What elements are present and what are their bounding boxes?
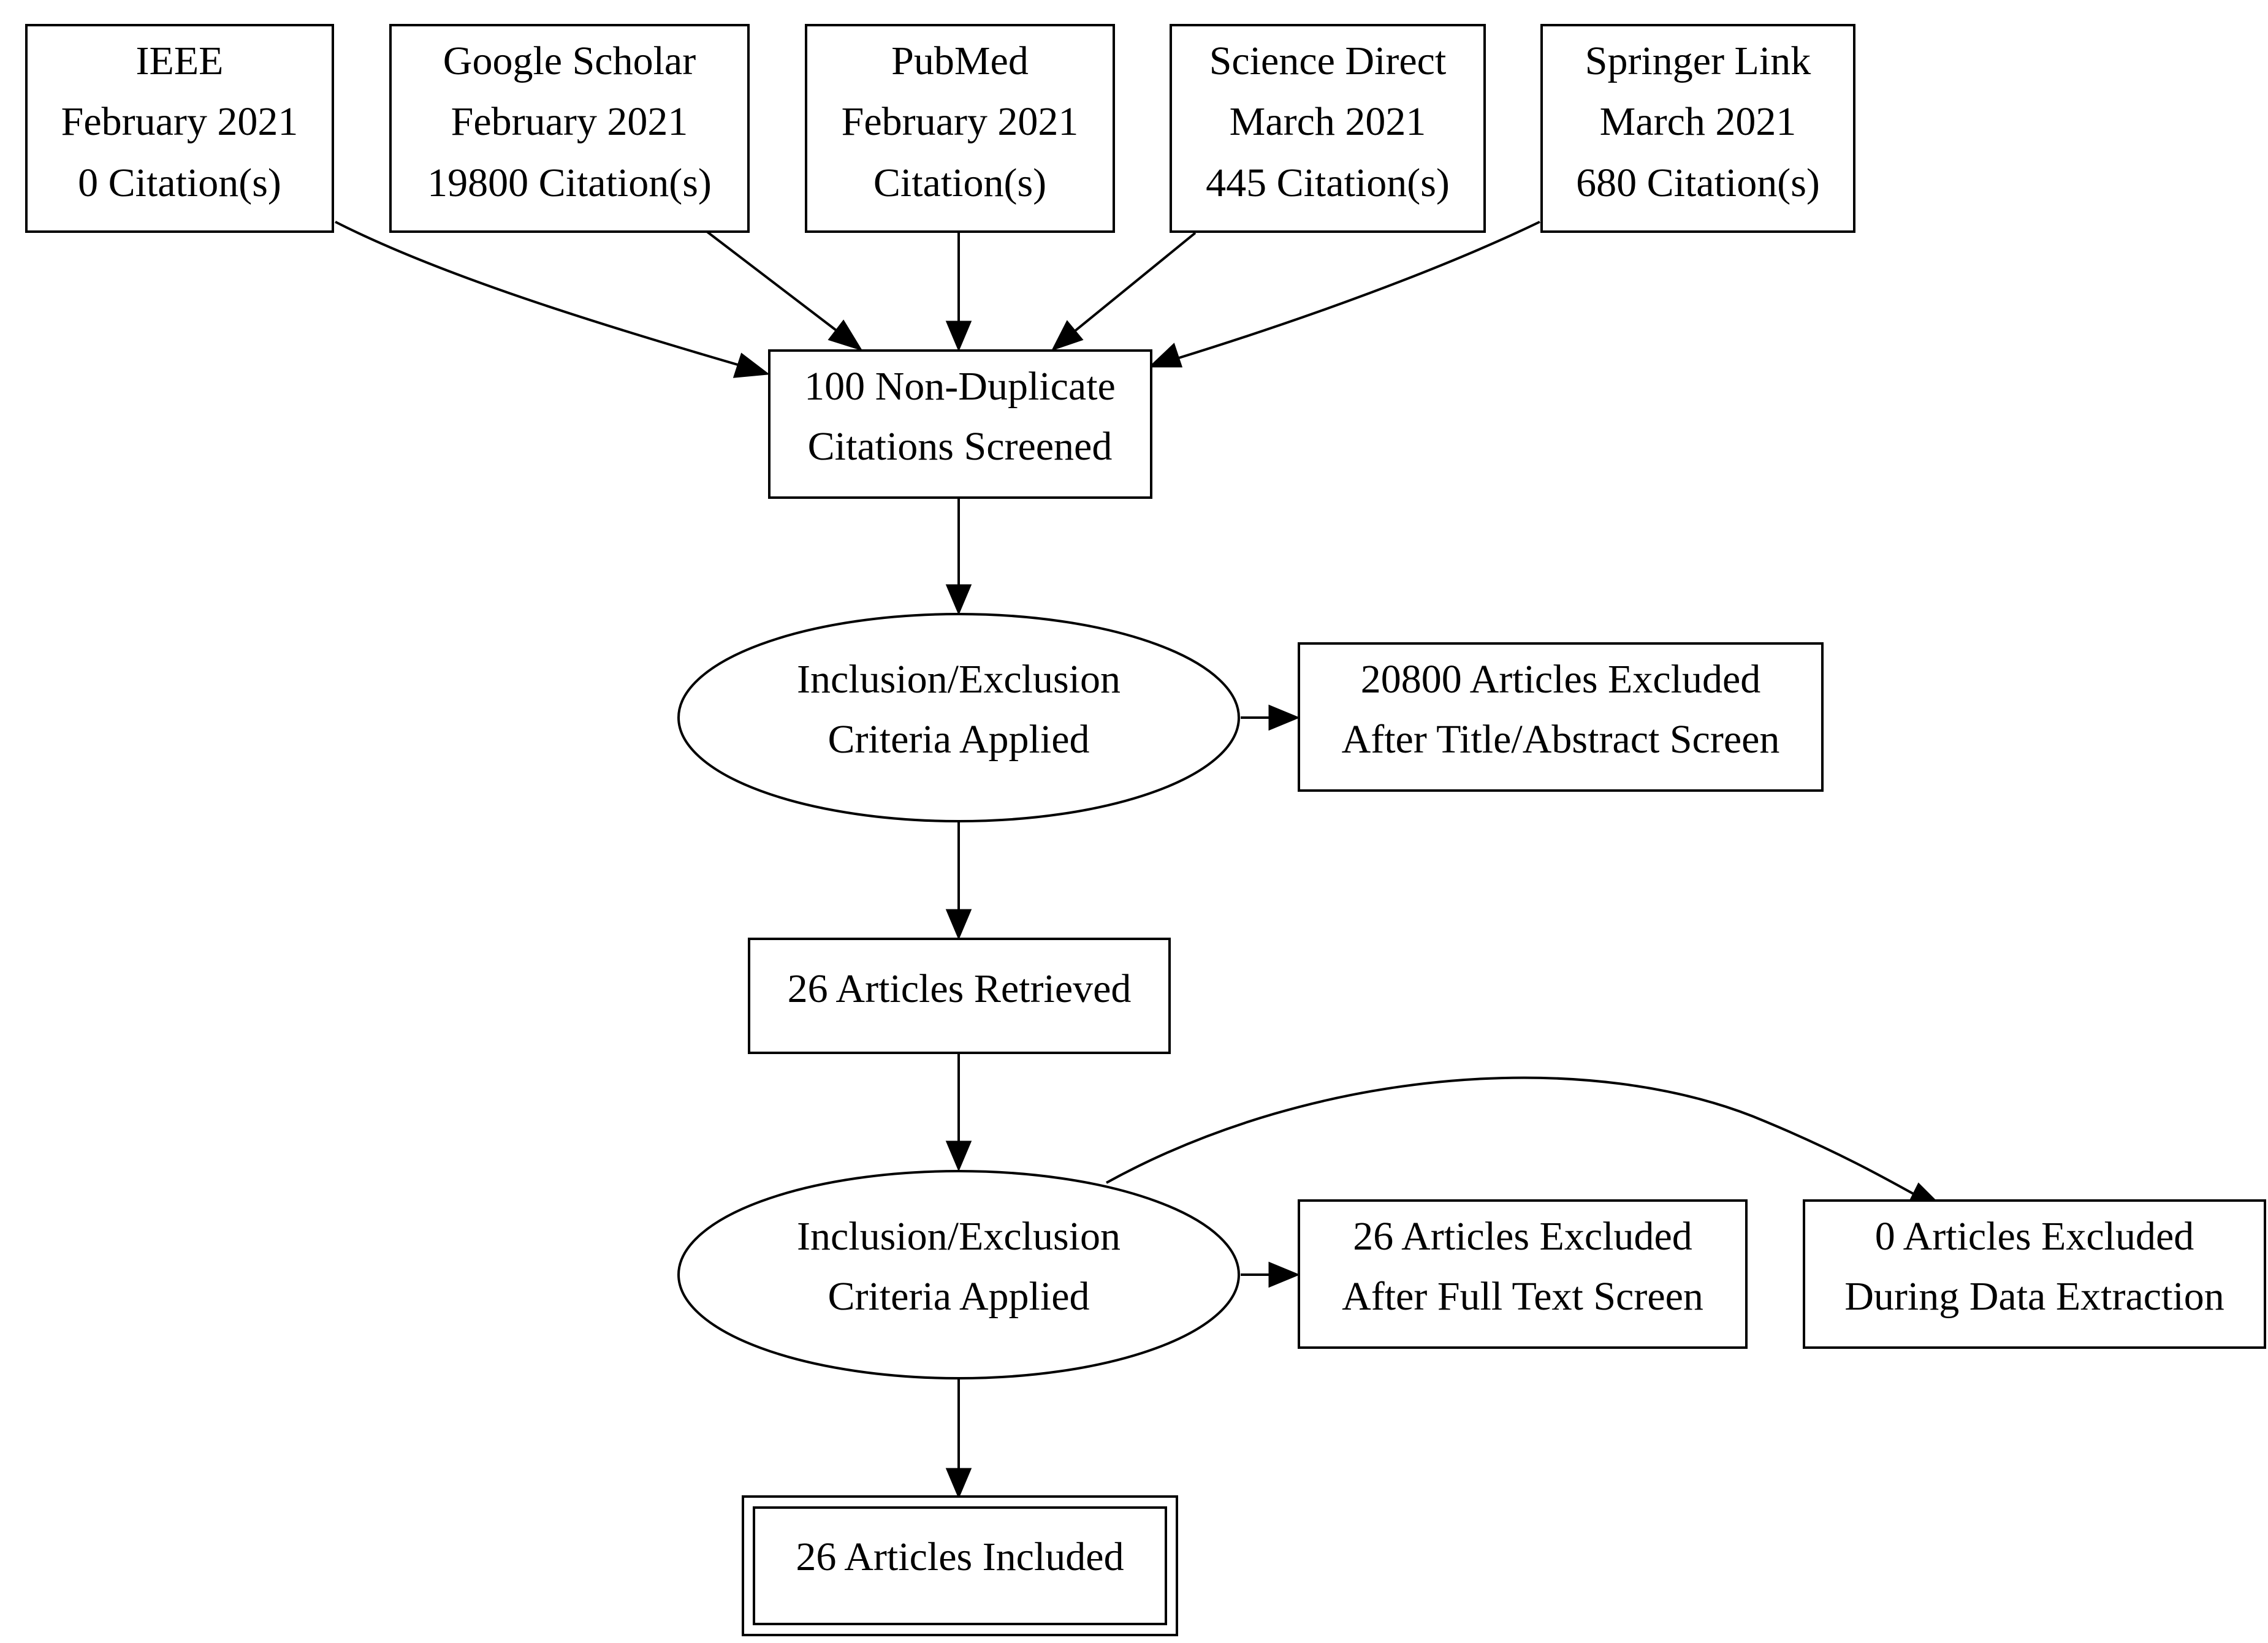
node-label-line: IEEE	[136, 39, 224, 83]
node-label-line: February 2021	[451, 99, 688, 144]
node-label-line: During Data Extraction	[1844, 1274, 2224, 1319]
source-node-science-direct: Science Direct March 2021 445 Citation(s…	[1170, 24, 1486, 233]
edge-science-direct-to-screened	[1051, 232, 1197, 351]
edge-criteria-1-to-excluded-title-abstract	[1241, 704, 1300, 731]
node-excluded-title-abstract: 20800 Articles Excluded After Title/Abst…	[1298, 642, 1824, 792]
node-label-line: 445 Citation(s)	[1206, 161, 1450, 205]
edge-retrieved-to-criteria-2	[945, 1053, 972, 1172]
edge-criteria-2-to-excluded-full-text	[1241, 1261, 1300, 1288]
node-label-line: After Full Text Screen	[1342, 1274, 1703, 1319]
node-label-line: Inclusion/Exclusion	[797, 1214, 1121, 1259]
node-excluded-data-extraction: 0 Articles Excluded During Data Extracti…	[1803, 1199, 2266, 1349]
node-label-line: Criteria Applied	[828, 1274, 1089, 1319]
edge-pubmed-to-screened	[945, 231, 972, 352]
node-citations-screened: 100 Non-Duplicate Citations Screened	[768, 349, 1152, 499]
node-label-line: 0 Citation(s)	[78, 161, 281, 205]
node-label-line: February 2021	[61, 99, 299, 144]
edge-criteria-2-to-excluded-data-extraction	[1106, 1076, 1939, 1206]
source-node-ieee: IEEE February 2021 0 Citation(s)	[25, 24, 334, 233]
source-node-google-scholar: Google Scholar February 2021 19800 Citat…	[389, 24, 750, 233]
node-articles-included: 26 Articles Included	[742, 1495, 1178, 1636]
edge-google-scholar-to-screened	[705, 230, 863, 351]
node-label-line: 19800 Citation(s)	[427, 161, 712, 205]
node-label-line: Google Scholar	[443, 39, 696, 83]
node-label-line: Inclusion/Exclusion	[797, 657, 1121, 702]
edge-criteria-1-to-retrieved	[945, 822, 972, 940]
node-label-line: March 2021	[1230, 99, 1426, 144]
node-excluded-full-text: 26 Articles Excluded After Full Text Scr…	[1298, 1199, 1748, 1349]
node-label-line: February 2021	[842, 99, 1079, 144]
node-label-line: 20800 Articles Excluded	[1361, 657, 1761, 702]
node-label-line: 0 Articles Excluded	[1875, 1214, 2194, 1259]
node-label-line: After Title/Abstract Screen	[1342, 717, 1780, 762]
edge-screened-to-criteria-1	[945, 498, 972, 615]
node-label-line: PubMed	[891, 39, 1029, 83]
edge-ieee-to-screened	[335, 221, 770, 378]
node-articles-retrieved: 26 Articles Retrieved	[748, 938, 1171, 1054]
edges	[335, 221, 1939, 1499]
edge-criteria-2-to-included	[945, 1379, 972, 1499]
node-label-line: Science Direct	[1209, 39, 1447, 83]
node-label-line: 26 Articles Retrieved	[788, 966, 1132, 1011]
node-label-line: 26 Articles Included	[796, 1535, 1124, 1579]
edge-springer-link-to-screened	[1148, 221, 1540, 368]
node-label-line: Criteria Applied	[828, 717, 1089, 762]
source-node-pubmed: PubMed February 2021 Citation(s)	[805, 24, 1115, 233]
node-label-line: Citation(s)	[873, 161, 1046, 205]
node-criteria-applied-2: Inclusion/Exclusion Criteria Applied	[677, 1170, 1240, 1379]
node-label-line: Springer Link	[1585, 39, 1811, 83]
node-label-line: 680 Citation(s)	[1576, 161, 1820, 205]
node-label-line: March 2021	[1600, 99, 1797, 144]
node-label-line: Citations Screened	[808, 424, 1113, 469]
node-label-line: 100 Non-Duplicate	[804, 364, 1116, 409]
node-label-line: 26 Articles Excluded	[1353, 1214, 1692, 1259]
source-node-springer-link: Springer Link March 2021 680 Citation(s)	[1540, 24, 1855, 233]
node-criteria-applied-1: Inclusion/Exclusion Criteria Applied	[677, 613, 1240, 822]
